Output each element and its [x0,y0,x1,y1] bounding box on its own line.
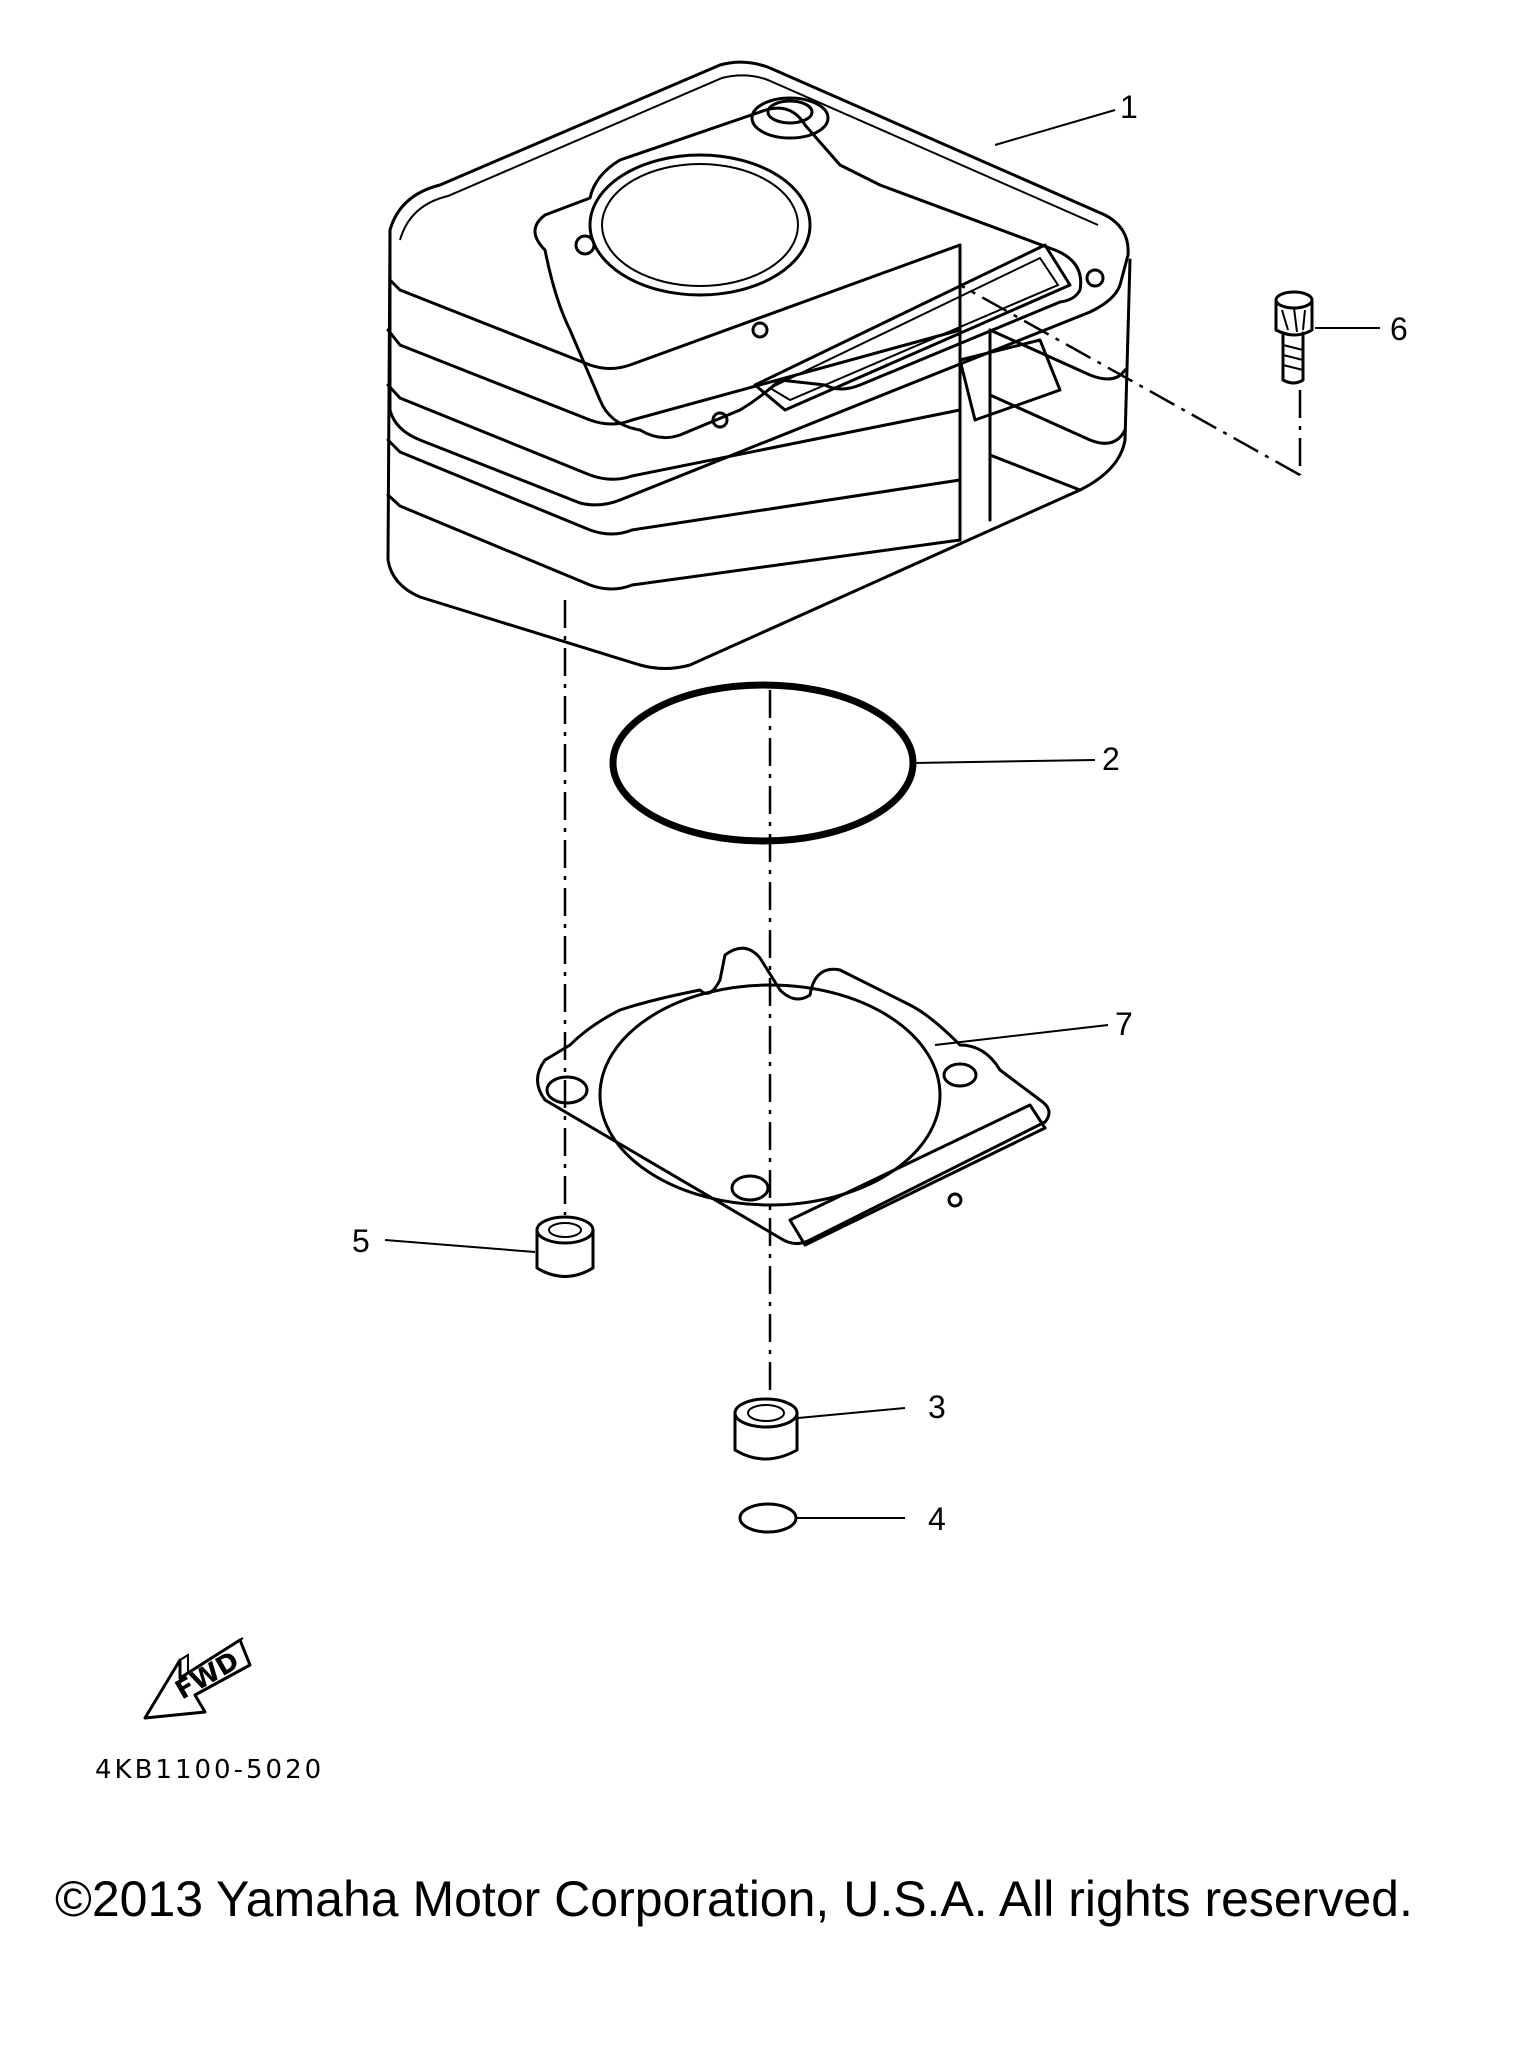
fwd-label: FWD [171,1646,245,1706]
centerlines [563,283,1302,1395]
cylinder-part[interactable] [386,60,1132,670]
leader-lines [384,109,1380,1519]
callout-1: 1 [1120,89,1138,125]
callout-6: 6 [1390,311,1408,347]
callout-3: 3 [928,1389,946,1425]
o-ring-small-part[interactable] [738,1502,798,1534]
dowel-pin-left-part[interactable] [535,1215,595,1278]
dowel-pin-center-part[interactable] [733,1397,799,1461]
callout-7: 7 [1115,1006,1133,1042]
drawing-code: 4KB1100-5020 [95,1755,325,1785]
copyright-notice: ©2013 Yamaha Motor Corporation, U.S.A. A… [55,1871,1413,1927]
cylinder-gasket-part[interactable] [536,946,1051,1247]
fwd-arrow-icon: FWD [143,1637,252,1720]
callout-2: 2 [1102,741,1120,777]
o-ring-part[interactable] [609,681,917,845]
bolt-part[interactable] [1274,290,1314,385]
callout-5: 5 [352,1223,370,1259]
callout-4: 4 [928,1501,946,1537]
